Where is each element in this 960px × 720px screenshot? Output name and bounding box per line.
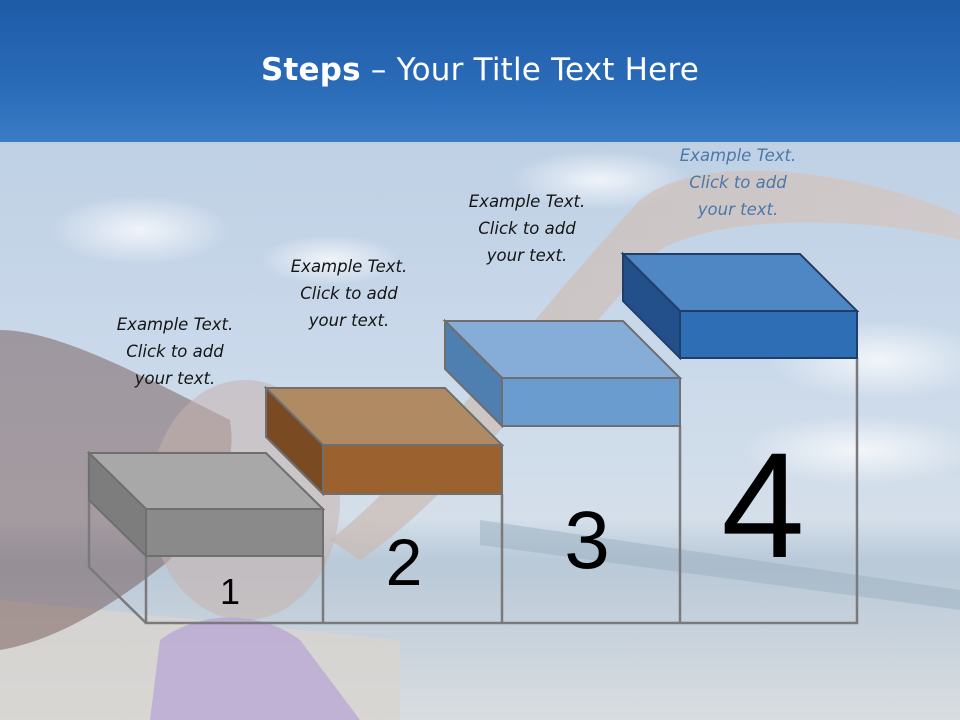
step-label-3-line-3: your text. <box>486 246 568 265</box>
step-label-3[interactable]: Example Text. Click to add your text. <box>427 188 627 269</box>
step-label-3-line-1: Example Text. <box>468 192 586 211</box>
step-label-4-line-3: your text. <box>697 200 779 219</box>
step-label-1-line-1: Example Text. <box>116 315 234 334</box>
title-bar <box>0 0 960 142</box>
step-label-4[interactable]: Example Text. Click to add your text. <box>638 142 838 223</box>
step-label-4-line-2: Click to add <box>689 173 787 192</box>
step-label-1[interactable]: Example Text. Click to add your text. <box>75 311 275 392</box>
slide-title-rest: – Your Title Text Here <box>360 52 699 88</box>
step-number-3: 3 <box>564 495 610 586</box>
step-label-1-line-3: your text. <box>134 369 216 388</box>
step-label-2-line-3: your text. <box>308 311 390 330</box>
step-label-2-line-2: Click to add <box>300 284 398 303</box>
step-label-3-line-2: Click to add <box>478 219 576 238</box>
step-block-4[interactable] <box>620 251 860 361</box>
step-block-2[interactable] <box>263 385 505 497</box>
step-label-2-line-1: Example Text. <box>290 257 408 276</box>
slide-title[interactable]: Steps – Your Title Text Here <box>0 52 960 88</box>
slide-title-bold: Steps <box>260 52 361 88</box>
step-block-1[interactable] <box>86 450 326 559</box>
step-label-1-line-2: Click to add <box>126 342 224 361</box>
step-label-4-line-1: Example Text. <box>679 146 797 165</box>
step-number-4: 4 <box>721 421 804 589</box>
step-number-2: 2 <box>386 525 423 599</box>
step-block-3[interactable] <box>442 318 683 429</box>
step-number-1: 1 <box>220 571 240 612</box>
step-label-2[interactable]: Example Text. Click to add your text. <box>249 253 449 334</box>
